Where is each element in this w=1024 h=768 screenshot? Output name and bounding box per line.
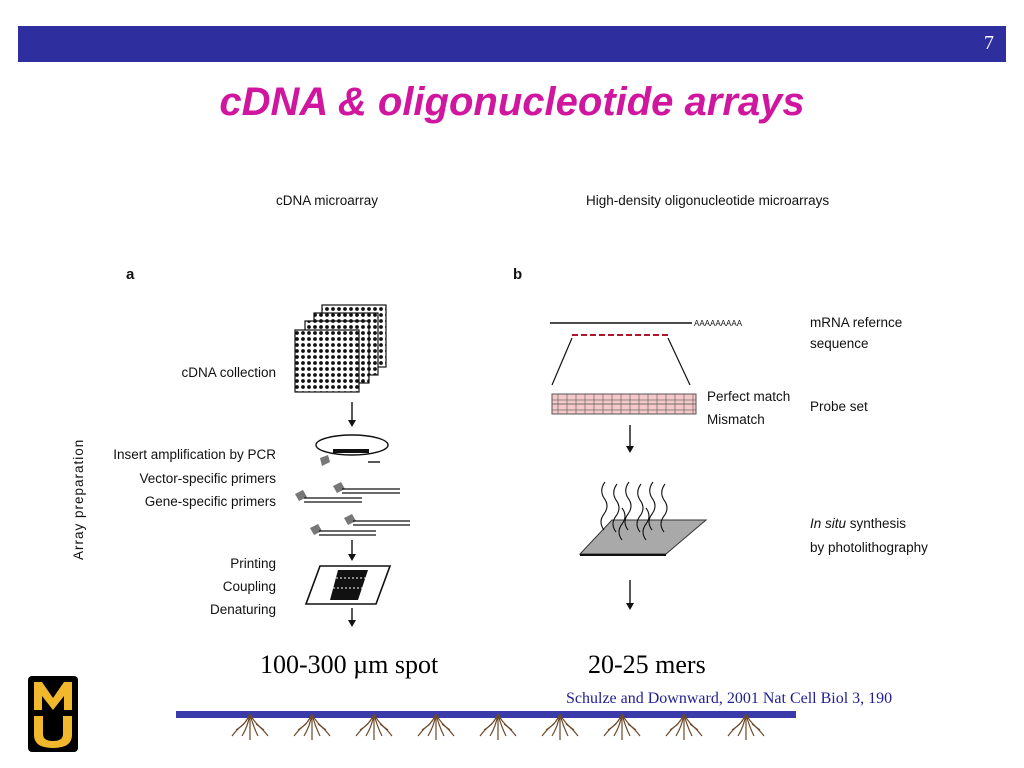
spot-size-caption: 100-300 µm spot <box>260 650 439 679</box>
left-heading: cDNA microarray <box>276 193 378 208</box>
array-preparation-label: Array preparation <box>71 439 86 560</box>
perfect-match-label: Perfect match <box>707 389 790 404</box>
arrow-icon <box>348 540 356 561</box>
mrna-label-2: sequence <box>810 336 869 351</box>
in-situ-label: In situ synthesis <box>810 516 906 531</box>
panel-a-label: a <box>126 266 135 283</box>
cdna-collection-label: cDNA collection <box>181 365 276 380</box>
mrna-reference <box>550 322 692 386</box>
citation: Schulze and Downward, 2001 Nat Cell Biol… <box>566 690 893 707</box>
arrow-icon <box>348 402 356 427</box>
printing-label: Printing <box>230 556 276 571</box>
cdna-plates <box>294 304 387 393</box>
slide-title: cDNA & oligonucleotide arrays <box>219 80 805 124</box>
array-figure: cDNA microarray High-density oligonucleo… <box>71 193 928 627</box>
footer-bar <box>176 711 796 718</box>
poly-a-tail: AAAAAAAAA <box>694 319 743 328</box>
primer-strands <box>295 482 410 536</box>
roots-decoration <box>231 713 765 741</box>
mer-length-caption: 20-25 mers <box>588 650 706 679</box>
panel-b-label: b <box>513 266 522 283</box>
denaturing-label: Denaturing <box>210 602 276 617</box>
slide-number: 7 <box>984 32 994 54</box>
synthesis-chip <box>578 481 708 556</box>
probe-set-label: Probe set <box>810 399 868 414</box>
pcr-label: Insert amplification by PCR <box>113 447 276 462</box>
arrow-icon <box>348 608 356 627</box>
photolithography-label: by photolithography <box>810 540 928 555</box>
university-logo <box>28 676 78 752</box>
arrow-icon <box>626 425 634 453</box>
probe-set <box>551 393 697 415</box>
gene-primers-label: Gene-specific primers <box>145 494 277 509</box>
header-bar: 7 <box>18 26 1006 62</box>
vector-primers-label: Vector-specific primers <box>139 471 276 486</box>
printed-slide <box>304 565 392 605</box>
mrna-label-1: mRNA refernce <box>810 315 902 330</box>
pcr-plasmid <box>315 434 389 466</box>
coupling-label: Coupling <box>223 579 276 594</box>
right-heading: High-density oligonucleotide microarrays <box>586 193 829 208</box>
mismatch-label: Mismatch <box>707 412 765 427</box>
arrow-icon <box>626 580 634 610</box>
